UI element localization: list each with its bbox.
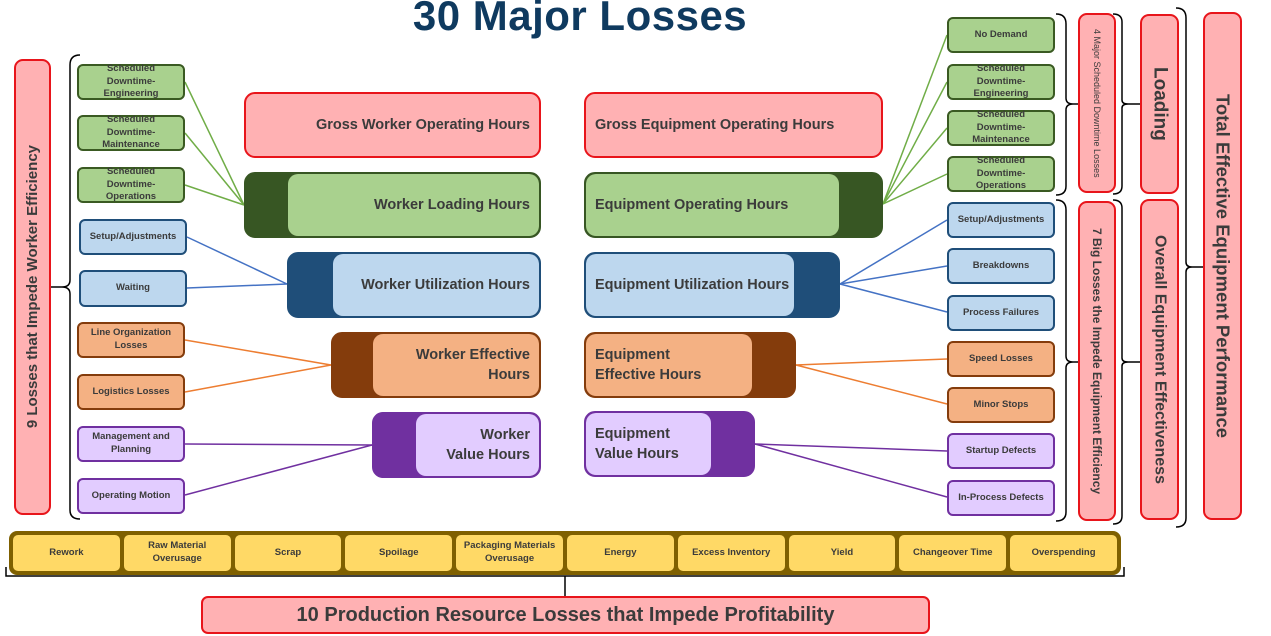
resource-loss-yield: Yield <box>788 535 896 571</box>
equipment-loss-process-failures: Process Failures <box>947 295 1055 331</box>
left-utilization-connectors <box>186 236 288 289</box>
oee-text: Overall Equipment Effectiveness <box>1151 235 1169 484</box>
resource-loss-overspending: Overspending <box>1010 535 1117 571</box>
worker-loss-waiting: Waiting <box>79 270 187 307</box>
gross-worker-hours-box: Gross Worker Operating Hours <box>244 92 541 158</box>
worker-effective-hours-box: Worker Effective Hours <box>331 332 541 398</box>
worker-loss-scheduled-downtime-operations: Scheduled Downtime-Operations <box>77 166 185 203</box>
loading-label: Loading <box>1140 14 1179 194</box>
worker-utilization-hours-label: Worker Utilization Hours <box>333 254 539 316</box>
left-effective-connectors <box>184 339 332 393</box>
resource-loss-changeover: Changeover Time <box>899 535 1007 571</box>
worker-loss-scheduled-downtime-engineering: Scheduled Downtime-Engineering <box>77 63 185 100</box>
equipment-loss-breakdowns: Breakdowns <box>947 248 1055 284</box>
worker-utilization-hours-box: Worker Utilization Hours <box>287 252 541 318</box>
worker-loss-management-planning: Management and Planning <box>77 426 185 462</box>
resource-loss-excess-inventory: Excess Inventory <box>677 535 785 571</box>
scheduled-downtime-losses-label: 4 Major Scheduled Downtime Losses <box>1078 13 1116 193</box>
equipment-utilization-hours-label: Equipment Utilization Hours <box>586 254 794 316</box>
worker-loss-logistics: Logistics Losses <box>77 374 185 410</box>
gross-equipment-hours-box: Gross Equipment Operating Hours <box>584 92 883 158</box>
right-loading-connectors <box>882 34 948 205</box>
equipment-operating-hours-box: Equipment Operating Hours <box>584 172 883 238</box>
worker-efficiency-label: 9 Losses that Impede Worker Efficiency <box>14 59 51 515</box>
worker-value-hours-box: Worker Value Hours <box>372 412 541 478</box>
resource-loss-raw-material: Raw Material Overusage <box>123 535 231 571</box>
gross-equipment-hours-label: Gross Equipment Operating Hours <box>595 116 835 133</box>
big-losses-label: 7 Big Losses the Impede Equipment Effici… <box>1078 201 1116 521</box>
equipment-operating-hours-label: Equipment Operating Hours <box>586 174 839 236</box>
gross-worker-hours-label: Gross Worker Operating Hours <box>315 116 530 133</box>
equipment-effective-hours-box: Equipment Effective Hours <box>584 332 796 398</box>
profitability-losses-label: 10 Production Resource Losses that Imped… <box>201 596 930 634</box>
big-losses-text: 7 Big Losses the Impede Equipment Effici… <box>1090 227 1104 495</box>
equipment-value-hours-label: Equipment Value Hours <box>586 413 711 475</box>
worker-loading-hours-label: Worker Loading Hours <box>288 174 539 236</box>
worker-loss-scheduled-downtime-maintenance: Scheduled Downtime-Maintenance <box>77 114 185 151</box>
worker-loss-setup-adjustments: Setup/Adjustments <box>79 219 187 255</box>
worker-loading-hours-box: Worker Loading Hours <box>244 172 541 238</box>
equipment-loss-minor-stops: Minor Stops <box>947 387 1055 423</box>
teep-text: Total Effective Equipment Performance <box>1212 93 1234 439</box>
equipment-loss-setup-adjustments: Setup/Adjustments <box>947 202 1055 238</box>
loading-text: Loading <box>1149 67 1171 141</box>
equipment-effective-hours-label: Equipment Effective Hours <box>586 334 752 396</box>
equipment-loss-speed-losses: Speed Losses <box>947 341 1055 377</box>
worker-efficiency-label-text: 9 Losses that Impede Worker Efficiency <box>24 145 41 429</box>
worker-value-hours-label: Worker Value Hours <box>416 414 539 476</box>
left-loading-connectors <box>184 81 245 206</box>
equipment-loss-scheduled-downtime-maintenance: Scheduled Downtime-Maintenance <box>947 109 1055 146</box>
equipment-utilization-hours-box: Equipment Utilization Hours <box>584 252 840 318</box>
resource-loss-spoilage: Spoilage <box>345 535 453 571</box>
resource-loss-packaging: Packaging Materials Overusage <box>456 535 563 571</box>
page-title: 30 Major Losses <box>412 0 748 39</box>
resource-losses-bar: Rework Raw Material Overusage Scrap Spoi… <box>9 531 1121 575</box>
right-effective-connectors <box>795 358 948 405</box>
equipment-loss-startup-defects: Startup Defects <box>947 433 1055 469</box>
oee-label: Overall Equipment Effectiveness <box>1140 199 1179 520</box>
scheduled-downtime-losses-text: 4 Major Scheduled Downtime Losses <box>1092 28 1102 178</box>
equipment-loss-no-demand: No Demand <box>947 17 1055 53</box>
resource-loss-rework: Rework <box>13 535 120 571</box>
worker-effective-hours-label: Worker Effective Hours <box>373 334 539 396</box>
resource-loss-energy: Energy <box>566 535 674 571</box>
equipment-loss-in-process-defects: In-Process Defects <box>947 480 1055 516</box>
left-value-connectors <box>184 443 373 496</box>
equipment-value-hours-box: Equipment Value Hours <box>584 411 755 477</box>
resource-loss-scrap: Scrap <box>234 535 342 571</box>
equipment-loss-scheduled-downtime-operations: Scheduled Downtime-Operations <box>947 155 1055 192</box>
worker-loss-operating-motion: Operating Motion <box>77 478 185 514</box>
worker-loss-line-organization: Line Organization Losses <box>77 322 185 358</box>
equipment-loss-scheduled-downtime-engineering: Scheduled Downtime-Engineering <box>947 63 1055 100</box>
right-value-connectors <box>754 443 948 498</box>
teep-label: Total Effective Equipment Performance <box>1203 12 1242 520</box>
